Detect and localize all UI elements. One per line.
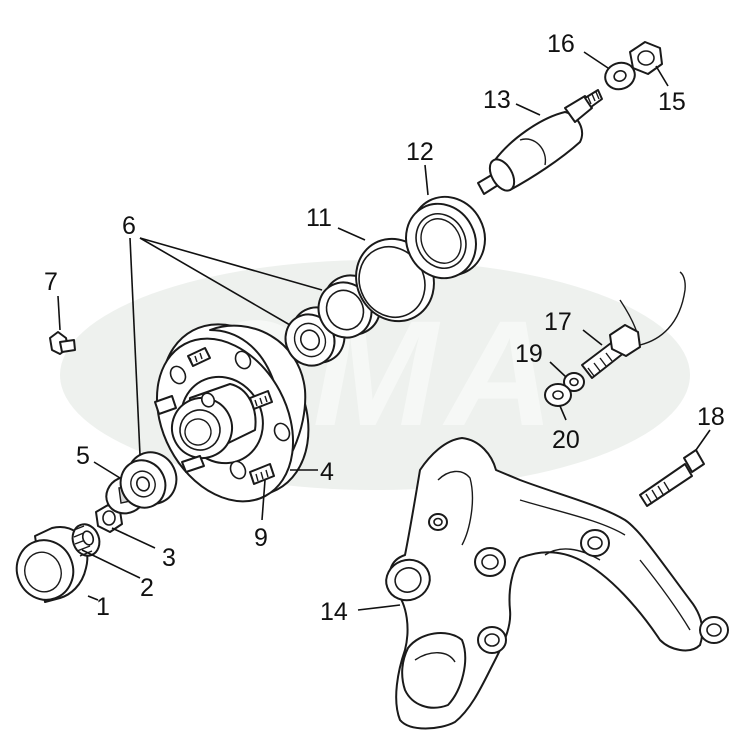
leader-9	[261, 479, 266, 521]
part-13-stub-axle	[477, 89, 603, 195]
leader-19	[549, 361, 567, 378]
part-12-oil-seal	[405, 195, 486, 280]
label-1: 1	[96, 593, 110, 621]
bearing-outer	[119, 451, 178, 509]
label-9: 9	[254, 524, 268, 552]
part-16-washer	[604, 61, 636, 91]
label-4: 4	[320, 458, 334, 486]
part-7-grease-nipple	[49, 331, 76, 355]
label-3: 3	[162, 544, 176, 572]
part-19-washer	[563, 372, 585, 392]
label-18: 18	[697, 403, 725, 431]
part-15-nut	[629, 41, 663, 75]
leader-5	[93, 461, 121, 479]
part-4-wheel-hub	[154, 323, 310, 503]
label-5: 5	[76, 442, 90, 470]
bearing-cup	[317, 274, 382, 339]
label-20: 20	[552, 426, 580, 454]
label-16: 16	[547, 30, 575, 58]
part-14-stub-axle-carrier	[385, 437, 729, 730]
leader-lines	[57, 51, 711, 611]
label-6: 6	[122, 212, 136, 240]
label-11: 11	[306, 204, 332, 232]
leader-11	[337, 227, 366, 241]
label-14: 14	[320, 598, 348, 626]
leader-20	[559, 405, 567, 421]
leader-3	[111, 527, 156, 549]
label-15: 15	[658, 88, 686, 116]
label-12: 12	[406, 138, 434, 166]
leader-12	[424, 164, 429, 196]
leader-18	[695, 429, 711, 451]
part-17-bolt	[581, 271, 686, 379]
leader-1	[87, 595, 99, 601]
leader-6a	[129, 237, 141, 456]
leader-6b	[139, 237, 291, 326]
leader-6c	[139, 237, 323, 291]
leader-16	[583, 51, 609, 69]
callout-labels: 1 2 3 4 5 6 7 9 11 12 13 14 15 16 17 18 …	[44, 30, 725, 626]
label-7: 7	[44, 268, 58, 296]
label-17: 17	[544, 308, 572, 336]
leader-14	[357, 604, 401, 611]
leader-13	[515, 103, 541, 116]
label-2: 2	[140, 574, 154, 602]
leader-17	[582, 329, 603, 346]
label-19: 19	[515, 340, 543, 368]
leader-7	[57, 295, 61, 331]
label-13: 13	[483, 86, 511, 114]
part-20-washer	[544, 383, 572, 407]
part-18-bolt	[639, 449, 705, 507]
leader-2	[81, 549, 141, 579]
leader-15	[655, 65, 669, 87]
